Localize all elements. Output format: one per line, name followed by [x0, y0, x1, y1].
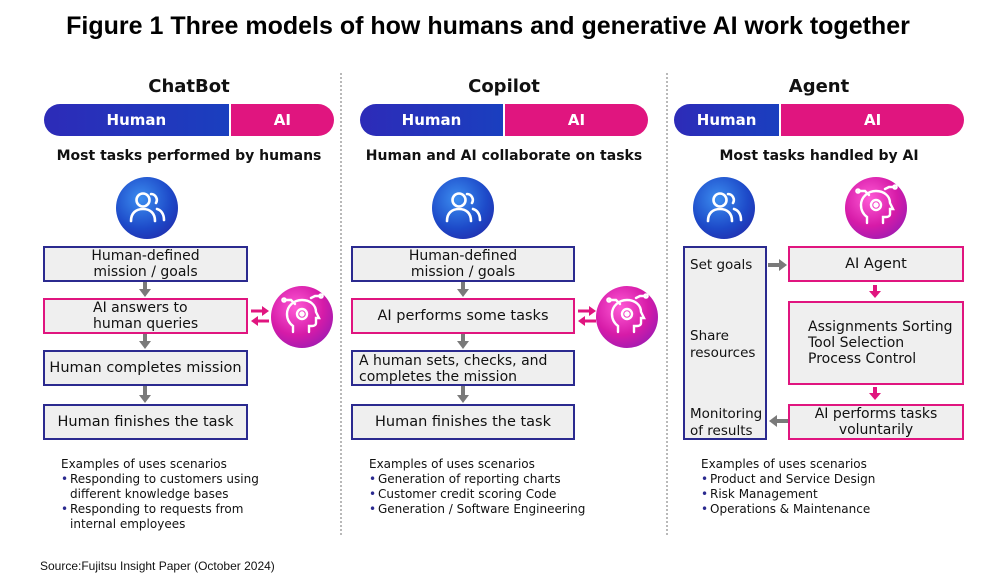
ai-head-icon	[845, 177, 907, 239]
chatbot-title: ChatBot	[148, 76, 230, 97]
agent-human-step: Monitoring of results	[690, 406, 763, 439]
exchange-arrows-icon	[251, 306, 269, 326]
arrow-stem	[461, 386, 465, 396]
copilot-subtitle: Human and AI collaborate on tasks	[365, 148, 643, 164]
example-item: Product and Service Design	[701, 472, 961, 487]
ai-segment: AI	[779, 104, 964, 136]
copilot-step-4: Human finishes the task	[351, 404, 575, 440]
agent-human-step: Share resources	[690, 328, 756, 361]
example-item: Operations & Maintenance	[701, 502, 961, 517]
agent-subtitle: Most tasks handled by AI	[719, 148, 919, 164]
right-arrow-icon	[768, 259, 787, 271]
arrow-stem	[143, 386, 147, 396]
copilot-step-1: Human-defined mission / goals	[351, 246, 575, 282]
source-note: Source:Fujitsu Insight Paper (October 20…	[40, 559, 275, 573]
down-arrow-icon	[869, 387, 881, 400]
arrow-stem	[461, 282, 465, 290]
examples-heading: Examples of uses scenarios	[61, 457, 227, 471]
chatbot-step-1: Human-defined mission / goals	[43, 246, 248, 282]
ai-segment: AI	[503, 104, 648, 136]
people-icon	[432, 177, 494, 239]
copilot-step-2: AI performs some tasks	[351, 298, 575, 334]
copilot-step-3: A human sets, checks, and completes the …	[351, 350, 575, 386]
chatbot-ratio-bar: Human AI	[44, 104, 334, 136]
agent-ai-step-3: AI performs tasks voluntarily	[788, 404, 964, 440]
down-arrow-icon	[139, 289, 151, 297]
example-item: Risk Management	[701, 487, 961, 502]
left-arrow-icon	[769, 415, 788, 427]
exchange-arrows-icon	[578, 306, 596, 326]
column-separator	[340, 73, 342, 535]
human-segment: Human	[674, 104, 780, 136]
agent-ratio-bar: Human AI	[674, 104, 964, 136]
examples-heading: Examples of uses scenarios	[369, 457, 535, 471]
example-item: Generation of reporting charts	[369, 472, 649, 487]
human-segment: Human	[44, 104, 229, 136]
human-segment: Human	[360, 104, 503, 136]
copilot-ratio-bar: Human AI	[360, 104, 648, 136]
agent-title: Agent	[788, 76, 850, 97]
copilot-title: Copilot	[468, 76, 540, 97]
ai-segment: AI	[228, 104, 334, 136]
ai-head-icon	[271, 286, 333, 348]
arrow-stem	[143, 334, 147, 342]
agent-ai-step-2: Assignments Sorting Tool Selection Proce…	[788, 301, 964, 385]
example-item: Customer credit scoring Code	[369, 487, 649, 502]
chatbot-subtitle: Most tasks performed by humans	[56, 148, 322, 164]
examples-heading: Examples of uses scenarios	[701, 457, 867, 471]
people-icon	[693, 177, 755, 239]
chatbot-step-4: Human finishes the task	[43, 404, 248, 440]
down-arrow-icon	[457, 289, 469, 297]
example-item: Generation / Software Engineering	[369, 502, 649, 517]
people-icon	[116, 177, 178, 239]
down-arrow-icon	[869, 285, 881, 298]
column-separator	[666, 73, 668, 535]
ai-head-icon	[596, 286, 658, 348]
chatbot-step-2: AI answers to human queries	[43, 298, 248, 334]
copilot-examples: Examples of uses scenarios Generation of…	[369, 457, 649, 517]
example-item: Responding to customers using different …	[61, 472, 321, 502]
agent-examples: Examples of uses scenarios Product and S…	[701, 457, 961, 517]
chatbot-examples: Examples of uses scenarios Responding to…	[61, 457, 321, 532]
arrow-stem	[143, 282, 147, 290]
example-item: Responding to requests from internal emp…	[61, 502, 321, 532]
figure-title: Figure 1 Three models of how humans and …	[66, 12, 910, 40]
chatbot-step-3: Human completes mission	[43, 350, 248, 386]
agent-ai-step-1: AI Agent	[788, 246, 964, 282]
down-arrow-icon	[457, 395, 469, 403]
arrow-stem	[461, 334, 465, 342]
agent-human-panel: Set goals Share resources Monitoring of …	[683, 246, 767, 440]
down-arrow-icon	[457, 341, 469, 349]
down-arrow-icon	[139, 341, 151, 349]
down-arrow-icon	[139, 395, 151, 403]
agent-human-step: Set goals	[690, 257, 753, 273]
